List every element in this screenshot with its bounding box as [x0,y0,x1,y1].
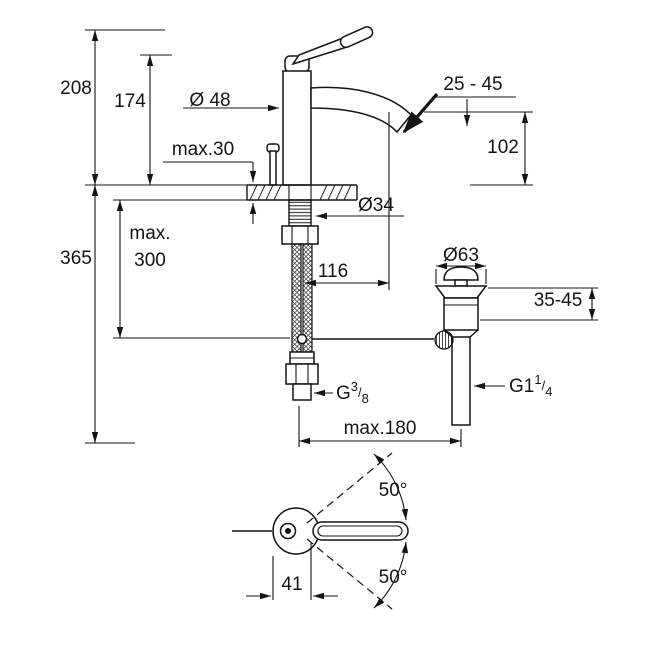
dim-waste-thread: G11/4 [509,372,552,399]
dim-hose-length-word: max. [129,223,170,244]
swing-arc-upper [373,453,409,521]
faucet-elevation [246,26,439,401]
pop-up-ball-joint [296,333,308,345]
dim-overall-height: 208 [60,78,92,99]
top-view-handle-inner [317,525,403,537]
dimension-lines-front [85,29,598,447]
dim-fixture-height: 174 [114,91,146,112]
hose-connector-tail [292,383,312,401]
dim-max-spread: max.180 [344,418,417,439]
waste-body [443,297,479,331]
dim-hole-diameter: Ø34 [358,195,394,216]
swing-arc-lower [373,541,409,609]
dim-swing-angle-upper: 50° [379,480,408,501]
pop-up-pull-rod [269,150,277,186]
dim-aerator-range: 25 - 45 [443,74,502,95]
hose-hex-nut [285,363,319,385]
faucet-body [282,70,312,186]
waste-lever-knob [434,330,454,350]
dim-hose-length-value: 300 [134,250,166,271]
top-view-handle [312,521,409,541]
water-flow-arrow [402,92,439,134]
lever-grip [339,26,374,49]
dim-spout-outlet-height: 102 [487,137,519,158]
dim-deck-thickness: max.30 [172,139,234,160]
dim-waste-height-range: 35-45 [534,290,583,311]
dim-swing-angle-lower: 50° [379,567,408,588]
drain-assembly [434,266,488,426]
waste-flange [434,285,488,299]
waste-plug-stem [454,279,468,287]
dim-spout-reach: 116 [318,261,348,282]
waste-tailpiece [451,336,471,426]
top-view: 50° 50° 41 [232,452,409,610]
dim-under-counter-depth: 365 [60,248,92,269]
dim-handle-offset: 41 [281,574,302,595]
dim-waste-flange-diameter: Ø63 [443,245,479,266]
dimension-labels-front: 208 174 Ø 48 max.30 25 - 45 102 Ø34 max.… [60,74,582,439]
dim-body-diameter: Ø 48 [189,90,230,111]
mounting-deck [246,184,358,201]
top-view-cartridge-dot [285,528,291,534]
faucet-spout [310,86,413,134]
threaded-shank [288,199,312,227]
waste-plug-dome [443,266,479,281]
dim-supply-thread: G3/8 [336,379,369,406]
mounting-nut [281,225,319,245]
lever-stem [291,37,349,66]
